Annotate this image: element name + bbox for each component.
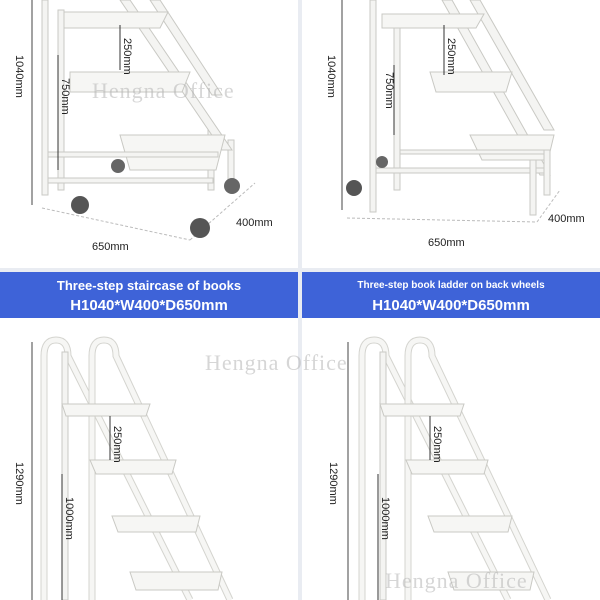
product-panel-bottom-left: 1290mm 250mm 1000mm [0,322,298,600]
product-spec: H1040*W400*D650mm [372,297,530,314]
ladder-illustration: 1290mm 250mm 1000mm [327,336,552,600]
product-caption-banner: Three-step staircase of books H1040*W400… [0,272,298,318]
depth-label: 650mm [428,237,465,249]
panel-divider [0,268,600,272]
width-label: 400mm [548,213,585,225]
height-label: 1040mm [325,55,337,98]
upper-rise-label: 250mm [121,38,133,75]
upper-rise-label: 250mm [111,426,123,463]
watermark: Hengna Office [205,350,348,375]
product-spec: H1040*W400*D650mm [70,297,228,314]
watermark: Hengna Office [385,568,528,593]
watermark: Hengna Office [92,78,235,103]
upper-rise-label: 250mm [431,426,443,463]
platform-label: 750mm [383,72,395,109]
product-panel-top-right: 1040mm 250mm 750mm 400mm 650mm [302,0,600,268]
product-panel-top-left: 1040mm 250mm 750mm 400mm 650mm [0,0,298,268]
platform-label: 1000mm [63,497,75,540]
height-label: 1290mm [13,462,25,505]
depth-label: 650mm [92,241,129,253]
ladder-illustration: 1290mm 250mm 1000mm [13,336,234,600]
panel-divider [298,0,302,600]
platform-label: 1000mm [379,497,391,540]
platform-label: 750mm [59,78,71,115]
width-label: 400mm [236,217,273,229]
height-label: 1040mm [13,55,25,98]
product-title: Three-step staircase of books [56,278,242,293]
height-label: 1290mm [327,462,339,505]
product-title: Three-step book ladder on back wheels [357,280,545,291]
upper-rise-label: 250mm [445,38,457,75]
product-caption-banner: Three-step book ladder on back wheels H1… [302,272,600,318]
ladder-illustration: 1040mm 250mm 750mm 400mm 650mm [13,0,273,253]
ladder-illustration: 1040mm 250mm 750mm 400mm 650mm [325,0,585,249]
product-panel-bottom-right: 1290mm 250mm 1000mm [302,322,600,600]
